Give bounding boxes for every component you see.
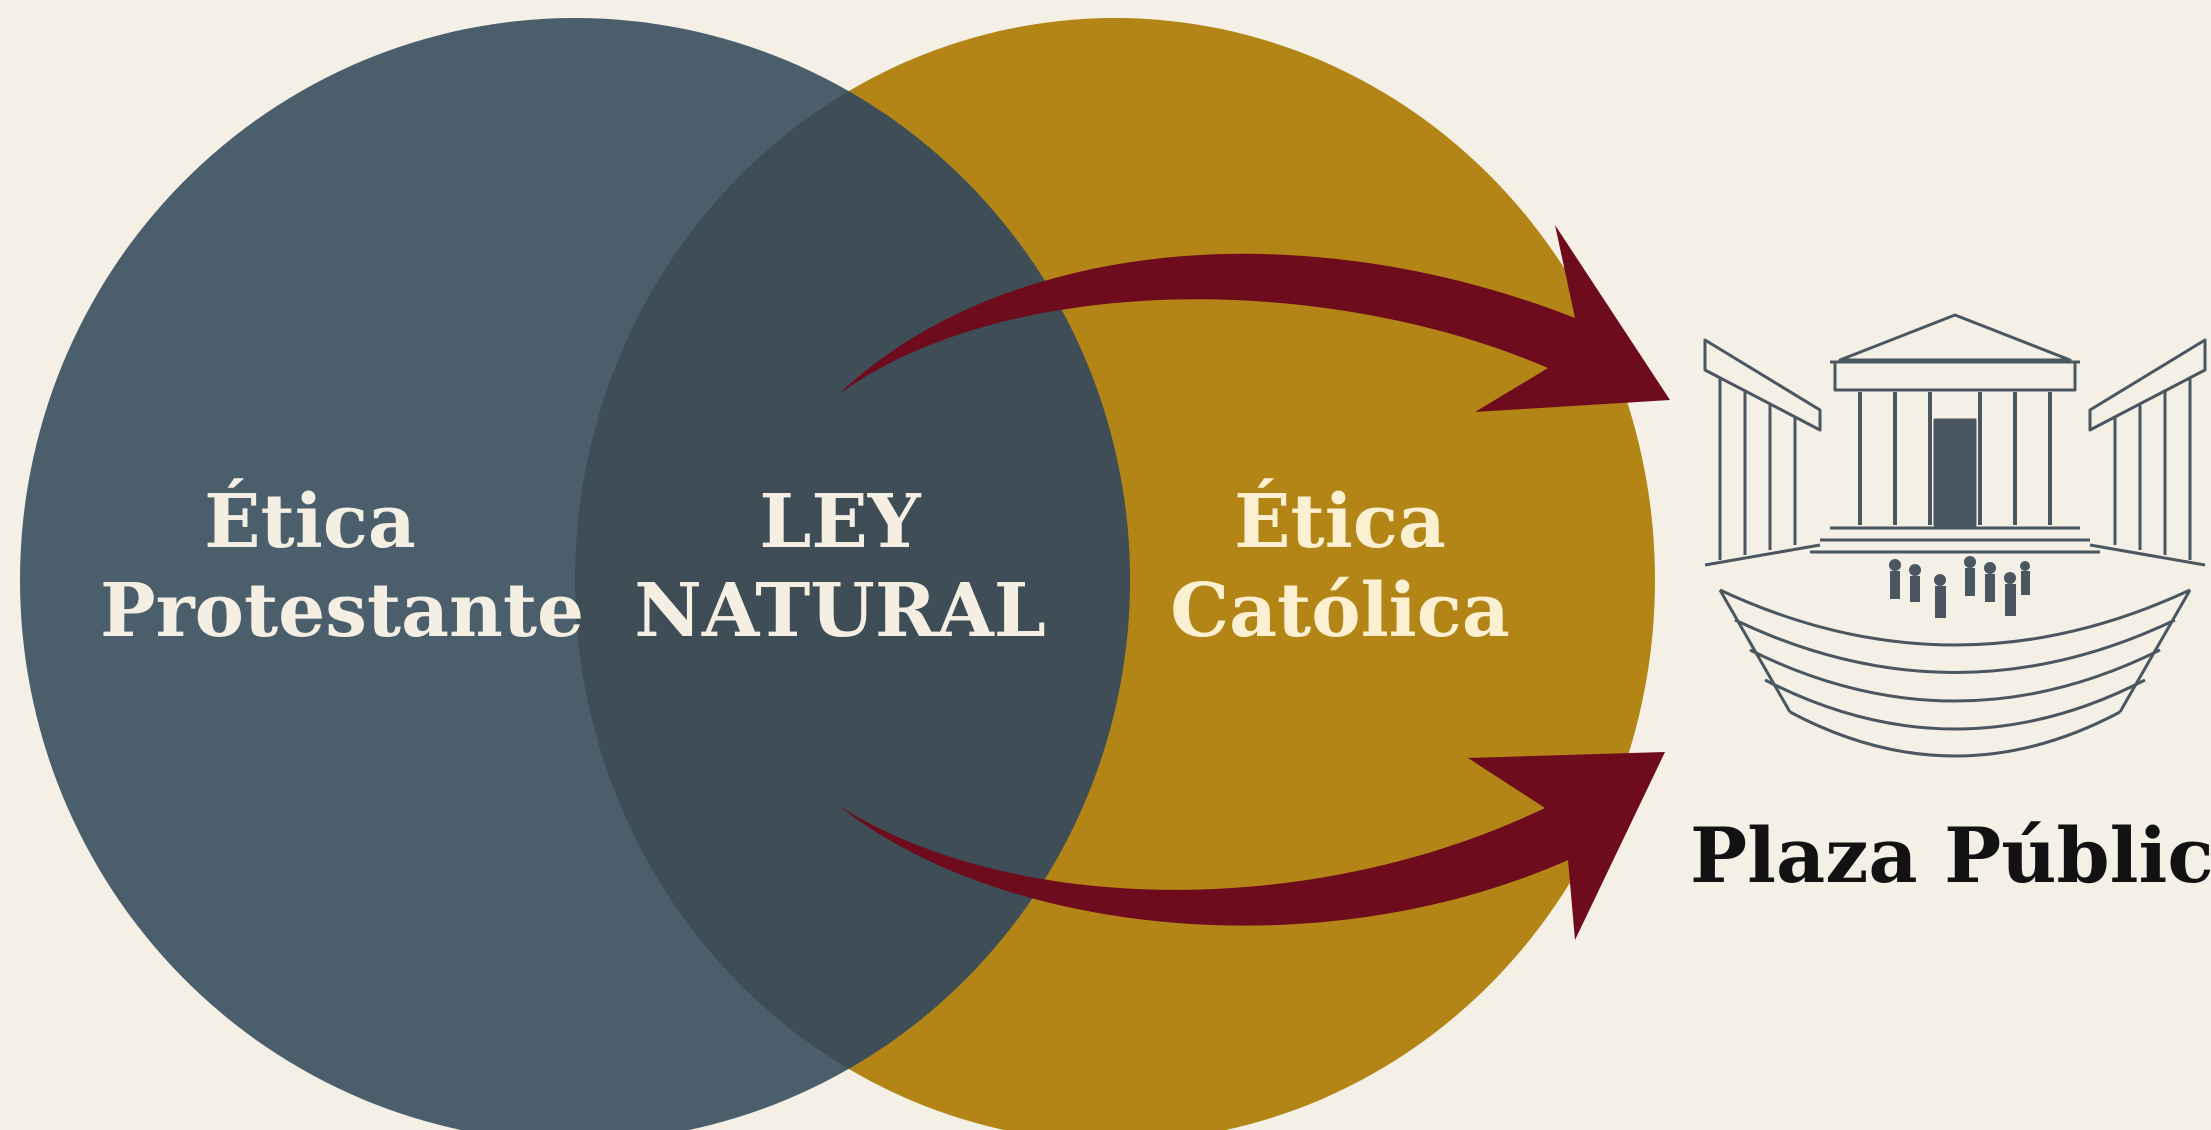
public-plaza-building-icon [1703,313,2207,758]
protestant-ethics-label: Ética Protestante [100,478,585,656]
catholic-ethics-line1: Ética [1234,479,1446,565]
upper-arrow [838,225,1670,412]
public-plaza-label: Plaza Pública [1690,811,2211,900]
protestant-ethics-line2: Protestante [100,567,585,654]
catholic-ethics-label: Ética Católica [1150,478,1530,656]
catholic-ethics-line2: Católica [1170,567,1510,654]
natural-law-overlap [575,18,1130,1130]
natural-law-line1: LEY [759,479,921,565]
lower-arrow [838,752,1665,940]
protestant-ethics-line1: Ética [204,479,416,565]
natural-law-line2: NATURAL [634,567,1046,654]
natural-law-label: LEY NATURAL [600,478,1080,656]
